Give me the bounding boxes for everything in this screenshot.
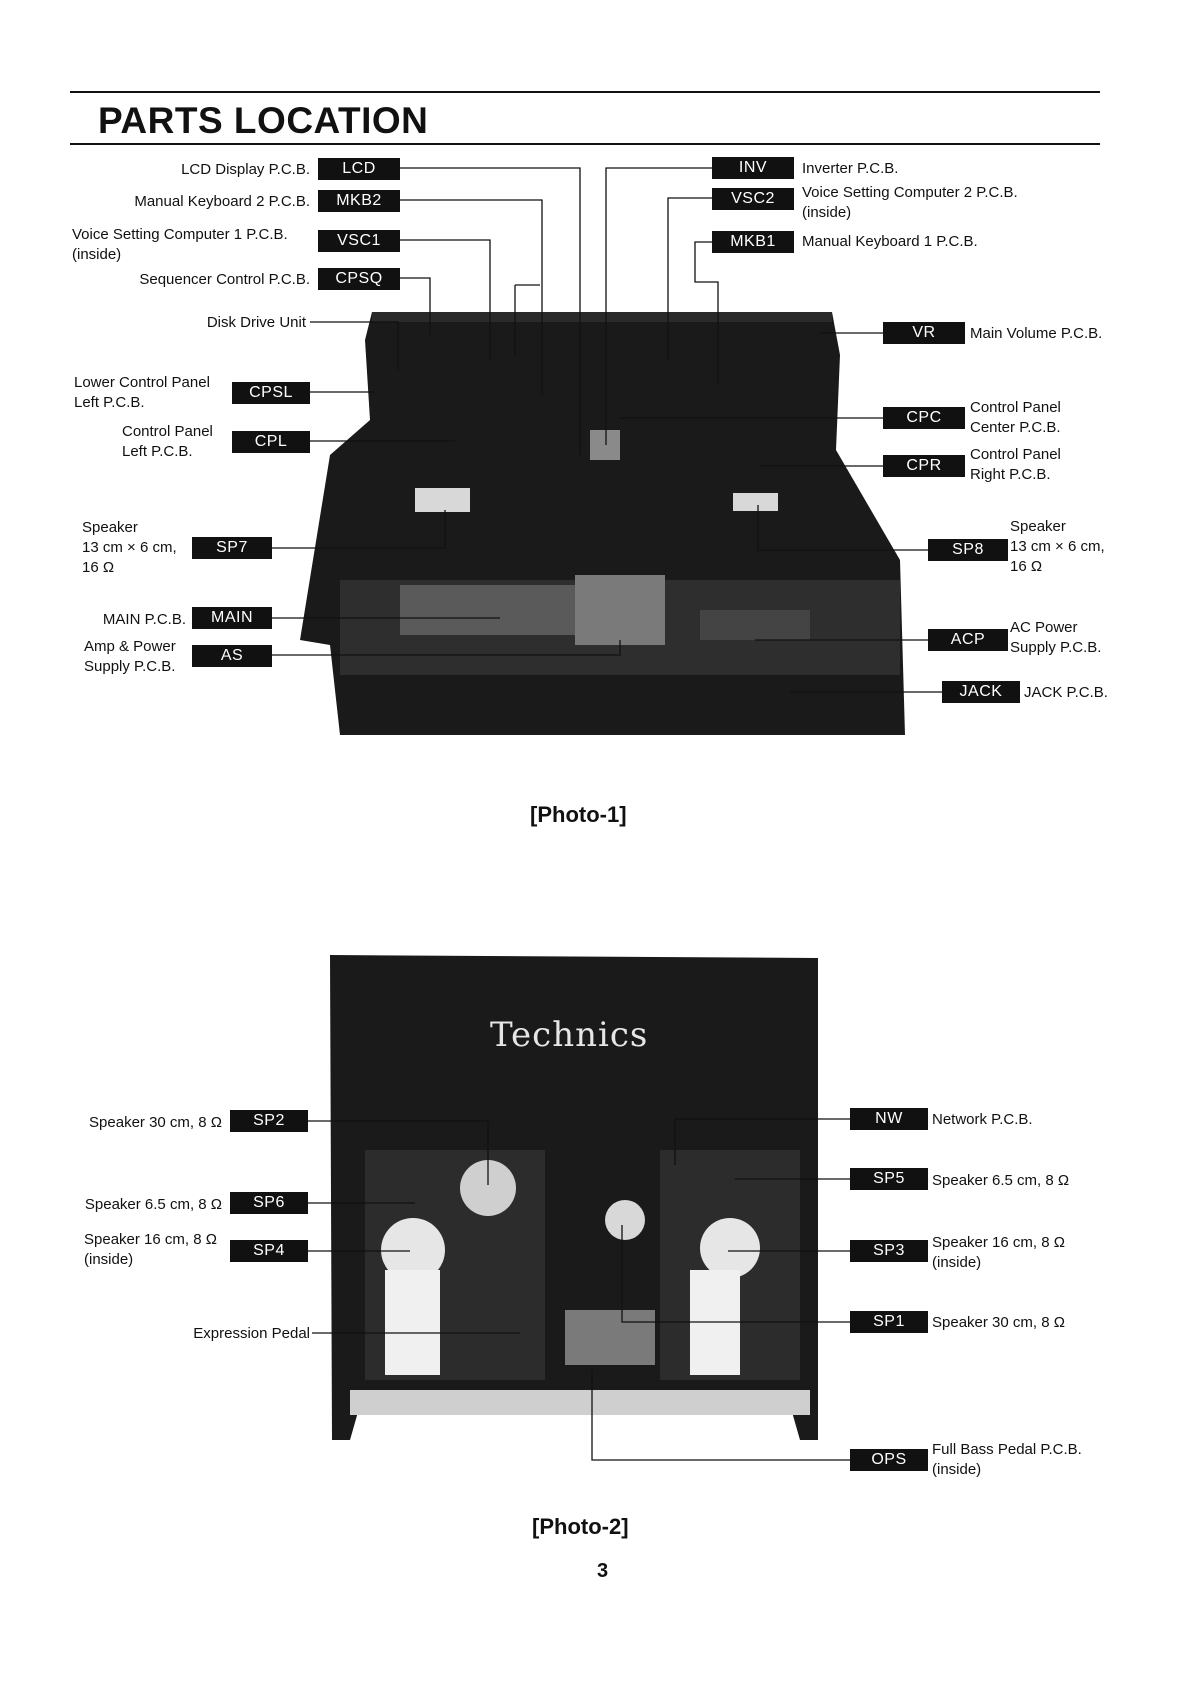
jack-tag: JACK	[942, 681, 1020, 703]
mkb1-tag: MKB1	[712, 231, 794, 253]
organ-front-base	[350, 1390, 810, 1415]
sp3-label: Speaker 16 cm, 8 Ω	[932, 1234, 1065, 1251]
sp2-tag: SP2	[230, 1110, 308, 1132]
photo2-leader-lines	[308, 1118, 850, 1461]
cpc-label-2: Center P.C.B.	[970, 419, 1061, 436]
acp-label-2: Supply P.C.B.	[1010, 639, 1102, 656]
cpl-label: Control Panel	[122, 423, 213, 440]
cpl-tag: CPL	[232, 431, 310, 453]
cpl-label-2: Left P.C.B.	[122, 443, 193, 460]
page-title: PARTS LOCATION	[98, 100, 429, 141]
photo2-caption: [Photo-2]	[532, 1514, 629, 1539]
vr-tag: VR	[883, 322, 965, 344]
pedal-stand-right	[690, 1270, 740, 1375]
sp7-tag: SP7	[192, 537, 272, 559]
cpr-label: Control Panel	[970, 446, 1061, 463]
expression-pedal-body	[565, 1310, 655, 1365]
vsc1-label: Voice Setting Computer 1 P.C.B.	[72, 226, 288, 243]
sp8-ohm-label: 16 Ω	[1010, 558, 1043, 575]
nw-label: Network P.C.B.	[932, 1111, 1033, 1128]
nw-tag: NW	[850, 1108, 928, 1130]
front-cavity-left	[365, 1150, 545, 1380]
sp8-size-label: 13 cm × 6 cm,	[1010, 538, 1105, 555]
sp6-tag: SP6	[230, 1192, 308, 1214]
top-rule	[70, 91, 1100, 93]
cpsq-label: Sequencer Control P.C.B.	[139, 271, 310, 288]
main-board-area	[400, 585, 580, 635]
photo1-caption: [Photo-1]	[530, 802, 627, 827]
cpr-tag: CPR	[883, 455, 965, 477]
vsc1-inside-label: (inside)	[72, 246, 122, 263]
inv-label: Inverter P.C.B.	[802, 160, 899, 177]
as-label: Amp & Power	[84, 638, 176, 655]
cpsq-tag: CPSQ	[318, 268, 400, 290]
sp5-label: Speaker 6.5 cm, 8 Ω	[932, 1172, 1070, 1189]
disk-drive-label: Disk Drive Unit	[206, 314, 306, 331]
lcd-label: LCD Display P.C.B.	[181, 161, 310, 178]
sp7-ohm-label: 16 Ω	[82, 559, 115, 576]
lcd-tag: LCD	[318, 158, 400, 180]
main-tag: MAIN	[192, 607, 272, 629]
as-tag: AS	[192, 645, 272, 667]
inv-tag: INV	[712, 157, 794, 179]
acp-tag: ACP	[928, 629, 1008, 651]
sp8-tag: SP8	[928, 539, 1008, 561]
cpc-tag: CPC	[883, 407, 965, 429]
vsc2-label: Voice Setting Computer 2 P.C.B.	[802, 184, 1018, 201]
acp-label: AC Power	[1010, 619, 1078, 636]
vsc2-inside-label: (inside)	[802, 204, 852, 221]
sp4-inside-label: (inside)	[84, 1251, 134, 1268]
lower-chassis	[340, 580, 900, 675]
jack-label: JACK P.C.B.	[1024, 684, 1108, 701]
vr-label: Main Volume P.C.B.	[970, 325, 1103, 342]
main-label: MAIN P.C.B.	[102, 611, 186, 628]
mkb2-label: Manual Keyboard 2 P.C.B.	[134, 193, 310, 210]
cpsl-tag: CPSL	[232, 382, 310, 404]
vsc2-tag: VSC2	[712, 188, 794, 210]
front-cavity-right	[660, 1150, 800, 1380]
ops-inside-label: (inside)	[932, 1461, 982, 1478]
speaker-30cm-left	[460, 1160, 516, 1216]
organ-console-shape	[300, 312, 905, 735]
sp3-tag: SP3	[850, 1240, 928, 1262]
speaker-16cm-left	[381, 1218, 445, 1282]
center-board	[575, 575, 665, 645]
title-underline	[70, 143, 1100, 145]
cpc-label: Control Panel	[970, 399, 1061, 416]
vsc1-tag: VSC1	[318, 230, 400, 252]
expression-pedal-label: Expression Pedal	[193, 1325, 310, 1342]
mkb1-label: Manual Keyboard 1 P.C.B.	[802, 233, 978, 250]
sp5-tag: SP5	[850, 1168, 928, 1190]
technics-logo: Technics	[490, 1015, 649, 1055]
sp8-label: Speaker	[1010, 518, 1066, 535]
organ-top-edge	[372, 312, 832, 322]
as-label-2: Supply P.C.B.	[84, 658, 176, 675]
mkb2-tag: MKB2	[318, 190, 400, 212]
sp4-tag: SP4	[230, 1240, 308, 1262]
cpsl-label: Lower Control Panel	[74, 374, 210, 391]
sp6-label: Speaker 6.5 cm, 8 Ω	[84, 1196, 222, 1213]
sp3-inside-label: (inside)	[932, 1254, 982, 1271]
ops-tag: OPS	[850, 1449, 928, 1471]
speaker-16cm-right	[700, 1218, 760, 1278]
sp1-label: Speaker 30 cm, 8 Ω	[932, 1314, 1065, 1331]
speaker-30cm-center	[605, 1200, 645, 1240]
sp1-tag: SP1	[850, 1311, 928, 1333]
sp7-label: Speaker	[82, 519, 138, 536]
sp2-label: Speaker 30 cm, 8 Ω	[89, 1114, 222, 1131]
speaker-grille-left	[415, 488, 470, 512]
cpsl-label-2: Left P.C.B.	[74, 394, 145, 411]
sp4-label: Speaker 16 cm, 8 Ω	[84, 1231, 217, 1248]
cpr-label-2: Right P.C.B.	[970, 466, 1051, 483]
pedal-stand-left	[385, 1270, 440, 1375]
acp-board	[700, 610, 810, 640]
center-pcb-block	[590, 430, 620, 460]
sp7-size-label: 13 cm × 6 cm,	[82, 539, 177, 556]
page-number: 3	[597, 1560, 609, 1582]
ops-label: Full Bass Pedal P.C.B.	[932, 1441, 1082, 1458]
speaker-grille-right	[733, 493, 778, 511]
